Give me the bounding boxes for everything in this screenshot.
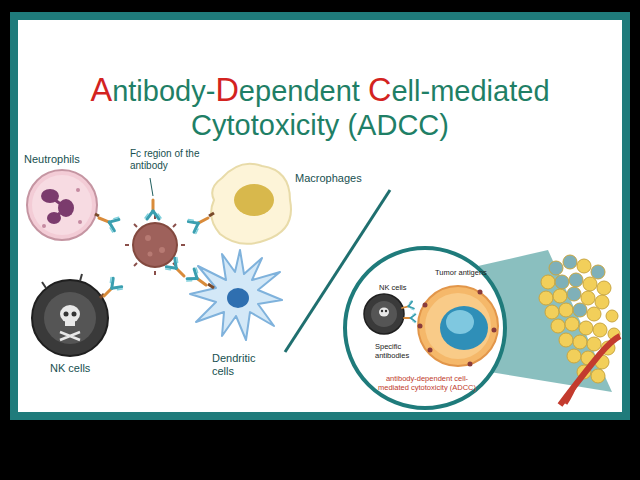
leader-line [150, 178, 153, 196]
title-letter: e [391, 75, 407, 107]
title-letter: y [212, 109, 227, 141]
cell-label: Dendritic cells [212, 352, 268, 377]
title-letter: C [418, 109, 439, 141]
neutrophil [27, 170, 99, 240]
title: Antibody-Dependent Cell-mediated Cytotox… [50, 72, 590, 143]
title-letter: i [289, 109, 295, 141]
title-letter: C [368, 72, 391, 108]
title-letter: n [287, 75, 303, 107]
cell-label: NK cells [379, 283, 419, 292]
title-letter [360, 75, 368, 107]
title-letter: e [517, 75, 533, 107]
title-letter [339, 109, 347, 141]
title-letter: l [408, 75, 414, 107]
title-letter: o [159, 75, 175, 107]
title-letter: y [191, 75, 206, 107]
cell-label: Macrophages [295, 172, 362, 185]
title-letter: e [454, 75, 470, 107]
title-letter: l [414, 75, 420, 107]
title-letter: t [317, 109, 325, 141]
title-letter: b [143, 75, 159, 107]
title-letter: d [303, 75, 319, 107]
title-letter: t [128, 75, 136, 107]
antibody [96, 200, 212, 302]
title-letter: C [191, 109, 212, 141]
title-letter: d [175, 75, 191, 107]
title-letter: t [352, 75, 360, 107]
antibody-label: Specific antibodies [375, 342, 419, 360]
title-letter: e [239, 75, 255, 107]
zoom-detail [345, 248, 505, 408]
title-letter: c [296, 109, 311, 141]
title-letter: ( [347, 109, 357, 141]
title-letter: - [206, 75, 216, 107]
title-letter: C [397, 109, 418, 141]
tumor-tissue [539, 255, 620, 383]
title-letter: t [251, 109, 259, 141]
title-letter: e [271, 75, 287, 107]
nk-cell [32, 274, 108, 356]
title-letter: o [259, 109, 275, 141]
title-letter: m [430, 75, 454, 107]
title-letter: t [226, 109, 234, 141]
title-letter: n [336, 75, 352, 107]
title-letter: i [136, 75, 142, 107]
title-letter: e [320, 75, 336, 107]
title-letter: p [255, 75, 271, 107]
antigen-label: Tumor antigens [435, 268, 491, 277]
cell-label: Fc region of the antibody [130, 148, 220, 171]
blood-vessel [560, 336, 620, 405]
title-letter: a [493, 75, 509, 107]
cell-label: Neutrophils [24, 153, 80, 166]
title-letter: D [215, 72, 238, 108]
title-letter: i [487, 75, 493, 107]
title-letter: d [470, 75, 486, 107]
caption-text: antibody-dependent cell-mediated cytotox… [373, 374, 481, 392]
title-letter: y [325, 109, 340, 141]
title-letter: D [376, 109, 397, 141]
dendritic-cell [190, 250, 282, 340]
title-letter: - [420, 75, 430, 107]
macrophage [209, 164, 291, 244]
title-letter: d [533, 75, 549, 107]
title-letter: A [90, 72, 112, 108]
title-letter: x [275, 109, 290, 141]
zoom-circle: NK cells Tumor antigensSpecific antibodie… [343, 246, 507, 410]
cell-label: NK cells [50, 362, 90, 375]
title-letter: i [310, 109, 316, 141]
title-letter: n [112, 75, 128, 107]
title-letter: ) [439, 109, 449, 141]
blood-vessel [566, 380, 578, 404]
title-letter: o [235, 109, 251, 141]
title-letter: A [357, 109, 376, 141]
title-letter: t [509, 75, 517, 107]
